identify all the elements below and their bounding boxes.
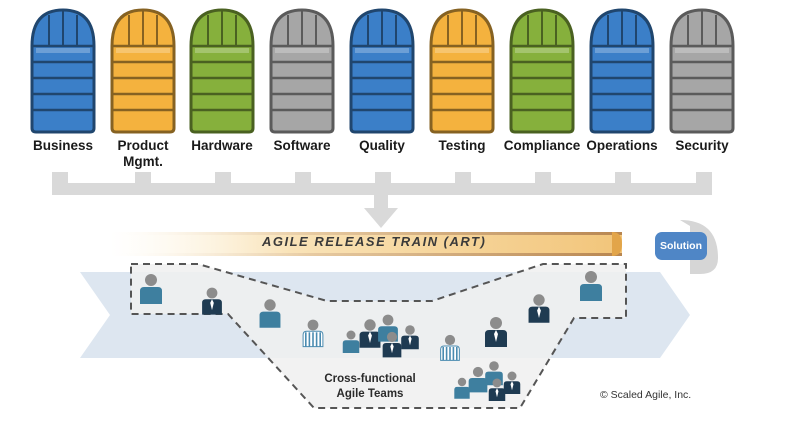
train-label: AGILE RELEASE TRAIN (ART) xyxy=(262,234,487,249)
solution-label: Solution xyxy=(660,240,702,252)
silo-5 xyxy=(429,8,495,134)
person-icon-14 xyxy=(468,366,488,393)
silo-3 xyxy=(269,8,335,134)
person-icon-16 xyxy=(488,378,506,401)
silo-4 xyxy=(349,8,415,134)
person-icon-3 xyxy=(302,319,324,348)
silo-7 xyxy=(589,8,655,134)
person-icon-4 xyxy=(342,330,360,353)
person-icon-5 xyxy=(359,319,381,348)
silo-6 xyxy=(509,8,575,134)
silo-label-6: Compliance xyxy=(503,138,581,153)
train-bar xyxy=(110,232,622,256)
silo-label-2: Hardware xyxy=(191,138,253,153)
teams-label-line2: Agile Teams xyxy=(336,388,404,400)
person-icon-13 xyxy=(454,377,470,399)
person-icon-8 xyxy=(401,325,419,350)
silo-label-7: Operations xyxy=(586,138,658,153)
person-icon-10 xyxy=(485,317,507,347)
down-arrow-icon xyxy=(364,208,398,228)
silo-1 xyxy=(110,8,176,134)
silo-label-0: Business xyxy=(32,138,94,153)
person-icon-9 xyxy=(440,334,460,361)
solution-marker xyxy=(655,220,718,274)
teams-label-line1: Cross-functional xyxy=(324,373,416,385)
silo-label-5: Testing xyxy=(438,138,486,153)
silo-label-4: Quality xyxy=(359,138,405,153)
silo-connector xyxy=(52,172,712,228)
silo-label-3: Software xyxy=(273,138,331,153)
silo-0 xyxy=(30,8,96,134)
person-icon-1 xyxy=(202,287,222,315)
silo-label-8: Security xyxy=(675,138,729,153)
copyright-text: © Scaled Agile, Inc. xyxy=(600,389,692,401)
silo-2 xyxy=(189,8,255,134)
person-icon-0 xyxy=(140,274,162,304)
team-members xyxy=(140,271,602,401)
person-icon-17 xyxy=(503,371,521,394)
person-icon-11 xyxy=(528,294,550,323)
person-icon-2 xyxy=(259,299,281,328)
person-icon-7 xyxy=(382,331,402,358)
teams-label: Cross-functional Agile Teams xyxy=(310,372,430,402)
silos xyxy=(30,8,735,134)
person-icon-12 xyxy=(580,271,602,301)
silo-8 xyxy=(669,8,735,134)
